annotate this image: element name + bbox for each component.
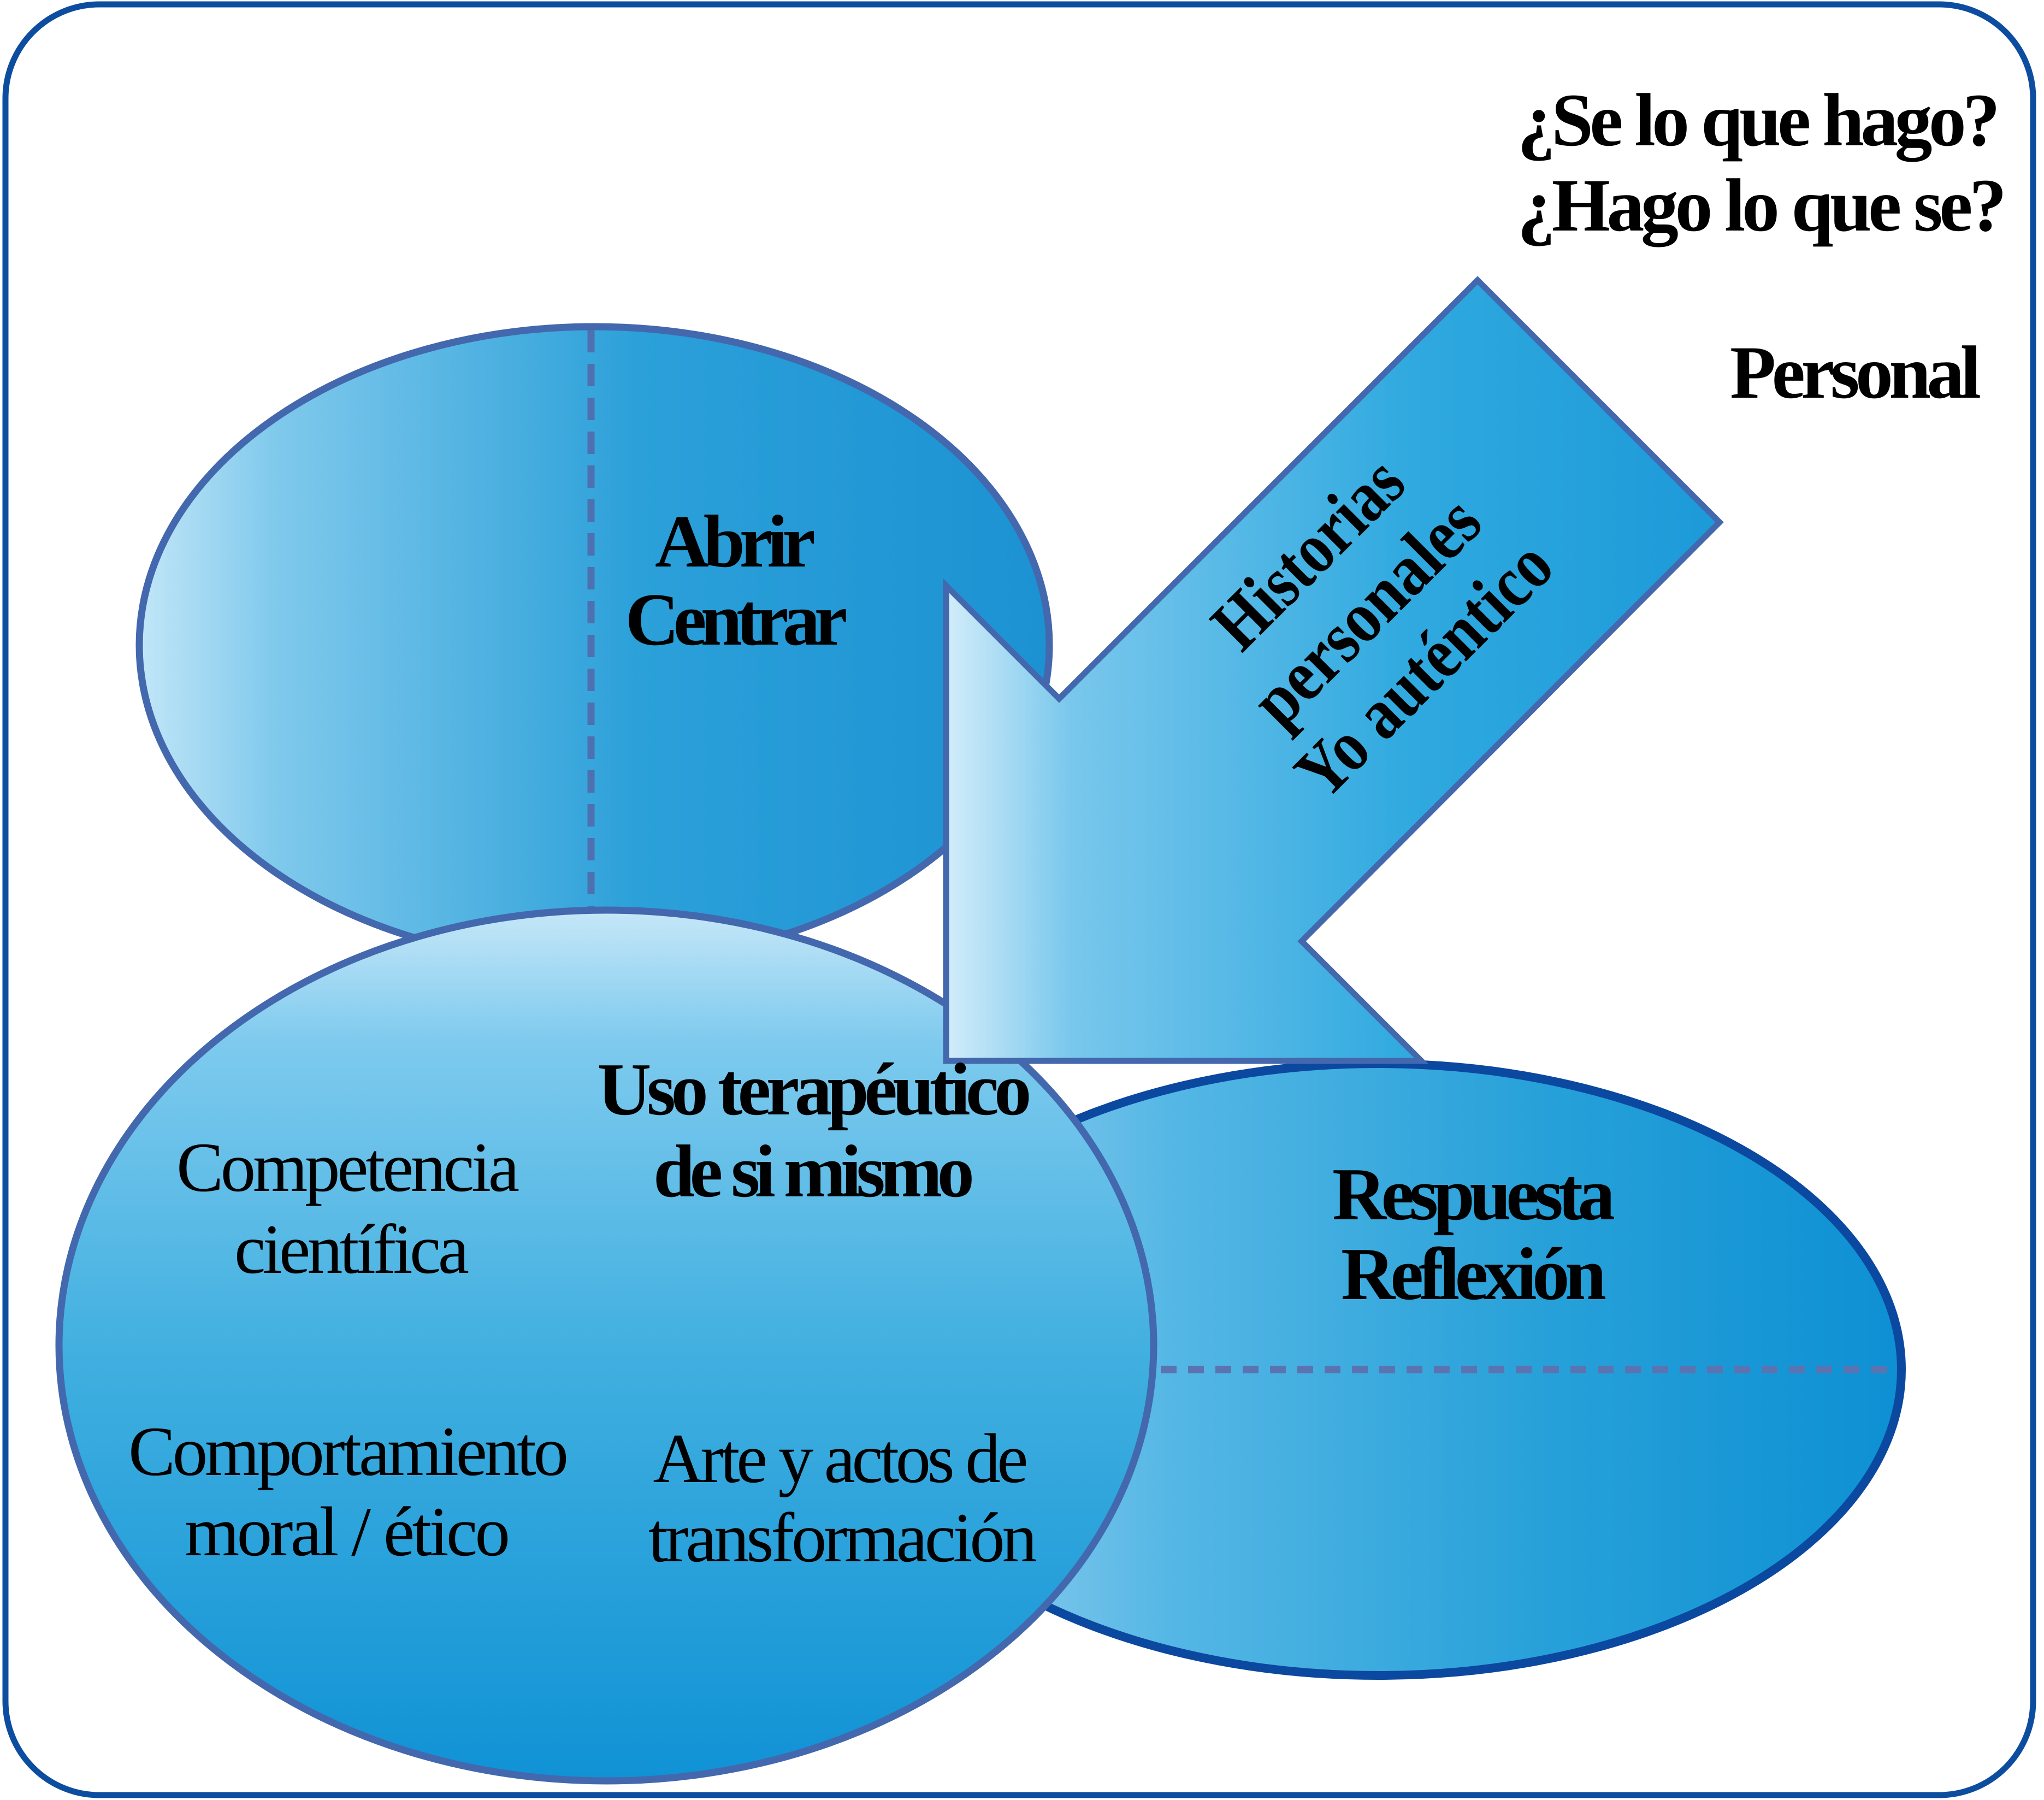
svg-text:de si mismo: de si mismo bbox=[653, 1130, 974, 1213]
svg-text:¿Se lo que hago?: ¿Se lo que hago? bbox=[1517, 78, 2000, 162]
svg-text:Respuesta: Respuesta bbox=[1332, 1153, 1615, 1236]
svg-text:Uso terapéutico: Uso terapéutico bbox=[598, 1048, 1032, 1131]
svg-text:moral / ético: moral / ético bbox=[185, 1492, 510, 1571]
svg-text:Reflexión: Reflexión bbox=[1341, 1232, 1606, 1315]
svg-text:Competencia: Competencia bbox=[176, 1128, 519, 1206]
svg-text:transformación: transformación bbox=[648, 1498, 1037, 1577]
svg-text:¿Hago lo que se?: ¿Hago lo que se? bbox=[1517, 163, 2007, 247]
svg-text:Abrir: Abrir bbox=[655, 500, 816, 583]
svg-text:Centrar: Centrar bbox=[625, 578, 848, 661]
svg-text:Comportamiento: Comportamiento bbox=[128, 1412, 569, 1490]
svg-text:científica: científica bbox=[234, 1210, 469, 1288]
svg-text:Arte y actos de: Arte y actos de bbox=[653, 1419, 1029, 1497]
svg-text:Personal: Personal bbox=[1730, 331, 1981, 414]
